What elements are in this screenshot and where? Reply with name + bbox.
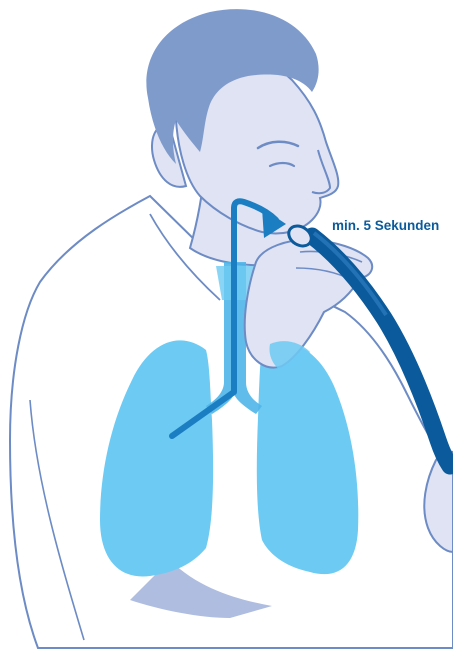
duration-label: min. 5 Sekunden xyxy=(332,218,439,233)
